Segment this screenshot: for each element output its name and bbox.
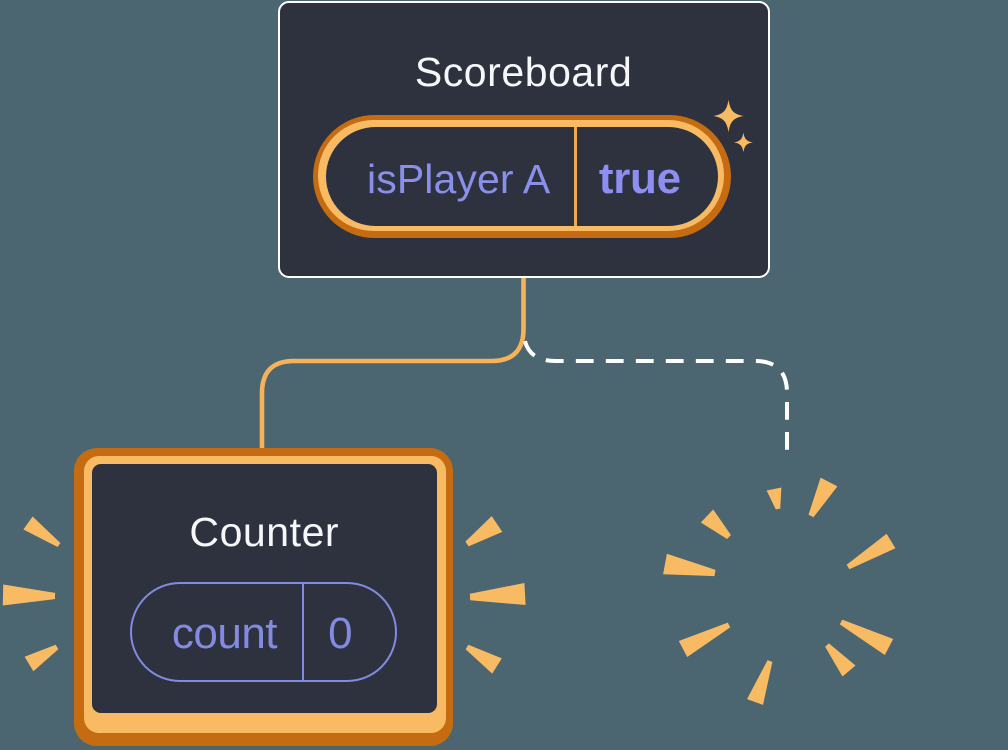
scoreboard-state-pill-ring: isPlayer A true bbox=[317, 119, 724, 231]
poof-ray bbox=[663, 553, 716, 577]
highlight-ray bbox=[469, 583, 526, 605]
scoreboard-title: Scoreboard bbox=[414, 49, 633, 95]
counter-state-label: count bbox=[171, 608, 278, 658]
highlight-ray bbox=[2, 584, 56, 606]
counter-state-value-cell: 0 bbox=[304, 584, 395, 680]
scoreboard-state-value: true bbox=[598, 154, 681, 204]
highlight-ray bbox=[24, 644, 59, 672]
highlight-ray bbox=[465, 516, 503, 547]
poof-ray bbox=[766, 487, 782, 510]
poof-ray bbox=[700, 509, 731, 539]
highlight-rays-right-icon bbox=[465, 516, 526, 674]
tree-edge-dashed bbox=[521, 328, 789, 454]
counter-card-core: Counter count 0 bbox=[91, 464, 437, 714]
poof-ray bbox=[678, 622, 731, 657]
poof-ray bbox=[825, 643, 856, 677]
poof-icon bbox=[663, 477, 896, 705]
poof-ray bbox=[846, 533, 896, 570]
counter-state-divider bbox=[301, 583, 304, 680]
tree-edge-solid bbox=[259, 276, 526, 452]
highlight-ray bbox=[465, 644, 502, 674]
poof-ray bbox=[747, 660, 773, 705]
scoreboard-state-label-cell: isPlayer A bbox=[326, 127, 574, 226]
counter-state-pill: count 0 bbox=[130, 581, 397, 682]
highlight-rays-left-icon bbox=[2, 516, 61, 672]
counter-card-ring: Counter count 0 bbox=[83, 455, 446, 733]
highlight-ray bbox=[23, 516, 61, 547]
scoreboard-state-pill: isPlayer A true bbox=[313, 115, 731, 239]
scoreboard-state-pill-core: isPlayer A true bbox=[326, 127, 718, 227]
scoreboard-state-label: isPlayer A bbox=[367, 155, 551, 202]
counter-state-value: 0 bbox=[328, 608, 353, 658]
poof-ray bbox=[839, 619, 894, 655]
counter-card: Counter count 0 bbox=[74, 447, 454, 746]
scoreboard-state-value-cell: true bbox=[577, 127, 718, 226]
counter-state-label-cell: count bbox=[132, 584, 301, 680]
scoreboard-card: Scoreboard isPlayer A true bbox=[277, 1, 770, 278]
counter-title: Counter bbox=[189, 509, 340, 556]
poof-ray bbox=[808, 477, 838, 518]
scoreboard-state-divider bbox=[574, 127, 577, 227]
